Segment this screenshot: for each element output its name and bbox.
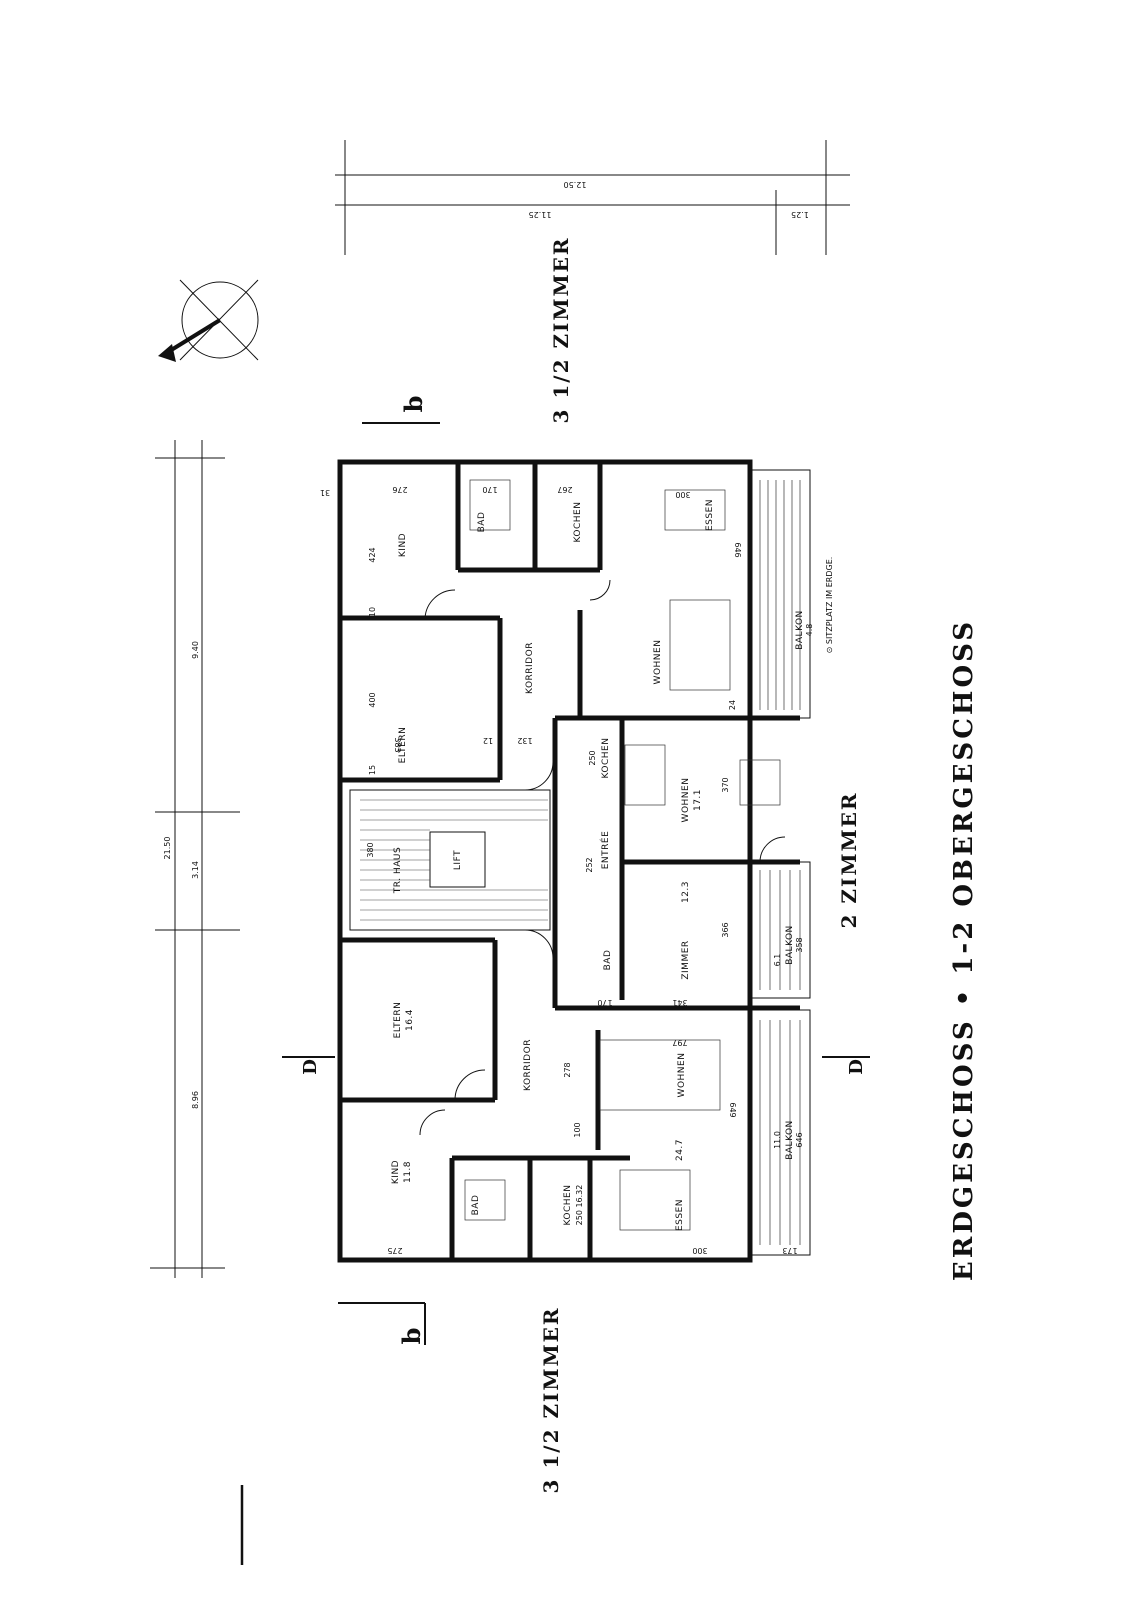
unit-label-bottom: 3 1/2 ZIMMER [539, 1306, 563, 1493]
dim-15-top: 15 [368, 765, 377, 775]
segment-a-label: 9.40 [191, 641, 200, 659]
room-kind-top: KIND [398, 533, 408, 557]
room-korridor-bottom: KORRIDOR [523, 1039, 533, 1091]
dim-24-top: 24 [728, 700, 737, 710]
stair-label: TR. HAUS [393, 847, 403, 894]
depth-balcony-label: 1.25 [791, 210, 809, 219]
dim-170-top: 170 [482, 485, 497, 494]
length-dimensions: 21.50 9.40 3.14 8.96 [150, 440, 240, 1278]
unit-label-middle: 2 ZIMMER [837, 792, 861, 929]
room-bad-top: BAD [477, 512, 487, 533]
dim-173-bottom: 173 [782, 1246, 797, 1255]
depth-dimensions: 12.50 11.25 1.25 [335, 140, 850, 255]
middle-unit-labels: TR. HAUS LIFT ENTRÉE KOCHEN WOHNEN 17.1 … [366, 738, 804, 1007]
bottom-unit-labels: ELTERN 16.4 KIND 11.8 BAD KOCHEN 250 16.… [387, 1002, 804, 1255]
top-unit-labels: KIND ELTERN BAD KOCHEN ESSEN WOHNEN KORR… [320, 485, 814, 775]
room-kind-bottom: KIND [391, 1160, 401, 1184]
dim-132-top: 132 [517, 736, 532, 745]
unit-label-top: 3 1/2 ZIMMER [549, 236, 573, 423]
dim-31-top: 31 [320, 488, 330, 497]
room-bad-bottom: BAD [471, 1195, 481, 1216]
dim-366-mid: 366 [721, 922, 730, 937]
room-kochen-bottom-dim: 250 16.32 [575, 1185, 584, 1226]
dim-424-top: 424 [368, 547, 377, 562]
dim-341-mid: 341 [672, 998, 687, 1007]
room-wohnen-bottom: WOHNEN [677, 1053, 687, 1098]
dim-267-top: 267 [557, 485, 572, 494]
room-essen-bottom-area: 24.7 [675, 1139, 685, 1161]
stairwell [349, 789, 551, 931]
room-essen-top: ESSEN [705, 499, 715, 531]
building-walls [337, 459, 811, 1263]
dim-380-mid: 380 [366, 842, 375, 857]
balcony-hatching [759, 480, 801, 1245]
balkon-mid: BALKON [785, 925, 795, 965]
dim-370-mid: 370 [721, 777, 730, 792]
dim-400-top: 400 [368, 692, 377, 707]
segment-b-label: 3.14 [191, 861, 200, 879]
dim-10-top: 10 [368, 607, 377, 617]
room-eltern-bottom: ELTERN [393, 1002, 403, 1039]
room-zimmer-mid: ZIMMER [681, 940, 691, 979]
plan-title: ERDGESCHOSS • 1-2 OBERGESCHOSS [949, 619, 979, 1281]
depth-main-label: 11.25 [529, 210, 552, 219]
lift-label: LIFT [453, 850, 463, 870]
room-wohnen-mid: WOHNEN [681, 778, 691, 823]
balkon-mid-size: 358 [795, 937, 804, 952]
dim-100-bottom: 100 [573, 1122, 582, 1137]
dim-12-top: 12 [483, 736, 493, 745]
sitzplatz-note: ⊙ SITZPLATZ IM ERDGE. [825, 557, 834, 654]
section-marks: b b D D [282, 396, 870, 1345]
furniture [464, 479, 781, 1231]
room-zimmer-mid-area: 12.3 [681, 881, 691, 903]
depth-total-label: 12.50 [564, 180, 587, 189]
room-kind-bottom-area: 11.8 [403, 1161, 413, 1183]
dim-276-top: 276 [392, 485, 407, 494]
dim-797-bottom: 797 [672, 1038, 687, 1047]
room-eltern-top: ELTERN [398, 727, 408, 764]
room-korridor-top: KORRIDOR [525, 642, 535, 694]
dim-278-bottom: 278 [563, 1062, 572, 1077]
room-kochen-mid: KOCHEN [601, 738, 611, 779]
balkon-bottom-size: 646 [795, 1132, 804, 1147]
dim-250-mid: 250 [588, 750, 597, 765]
section-d-right: D [846, 1059, 867, 1075]
balkon-mid-area: 6.1 [773, 954, 782, 967]
balkon-bottom-area: 11.0 [773, 1131, 782, 1149]
section-d-left: D [300, 1059, 321, 1075]
length-total-label: 21.50 [163, 837, 172, 860]
north-arrow-icon [158, 279, 259, 362]
room-kochen-bottom: KOCHEN [563, 1185, 573, 1226]
dim-275-bottom: 275 [387, 1246, 402, 1255]
section-b-upper: b [399, 396, 428, 413]
room-wohnen-mid-area: 17.1 [693, 789, 703, 811]
door-swings [419, 579, 786, 1136]
dim-300-top: 300 [675, 490, 690, 499]
room-essen-bottom: ESSEN [675, 1199, 685, 1231]
dim-646-top: 646 [733, 542, 742, 557]
dim-170-mid: 170 [597, 998, 612, 1007]
dim-383-top: 383 [393, 737, 402, 752]
dim-300-bottom: 300 [692, 1246, 707, 1255]
dim-649-bottom: 649 [728, 1102, 737, 1117]
balkon-bottom: BALKON [785, 1120, 795, 1160]
section-b-lower: b [397, 1328, 426, 1345]
room-eltern-bottom-area: 16.4 [405, 1009, 415, 1031]
balkon-top: BALKON [795, 610, 805, 650]
dim-252-mid: 252 [585, 857, 594, 872]
segment-c-label: 8.96 [191, 1091, 200, 1109]
room-kochen-top: KOCHEN [573, 502, 583, 543]
room-bad-mid: BAD [603, 950, 613, 971]
entree-label: ENTRÉE [599, 831, 611, 870]
balkon-top-size: 4.8 [805, 624, 814, 637]
room-wohnen-top: WOHNEN [653, 640, 663, 685]
